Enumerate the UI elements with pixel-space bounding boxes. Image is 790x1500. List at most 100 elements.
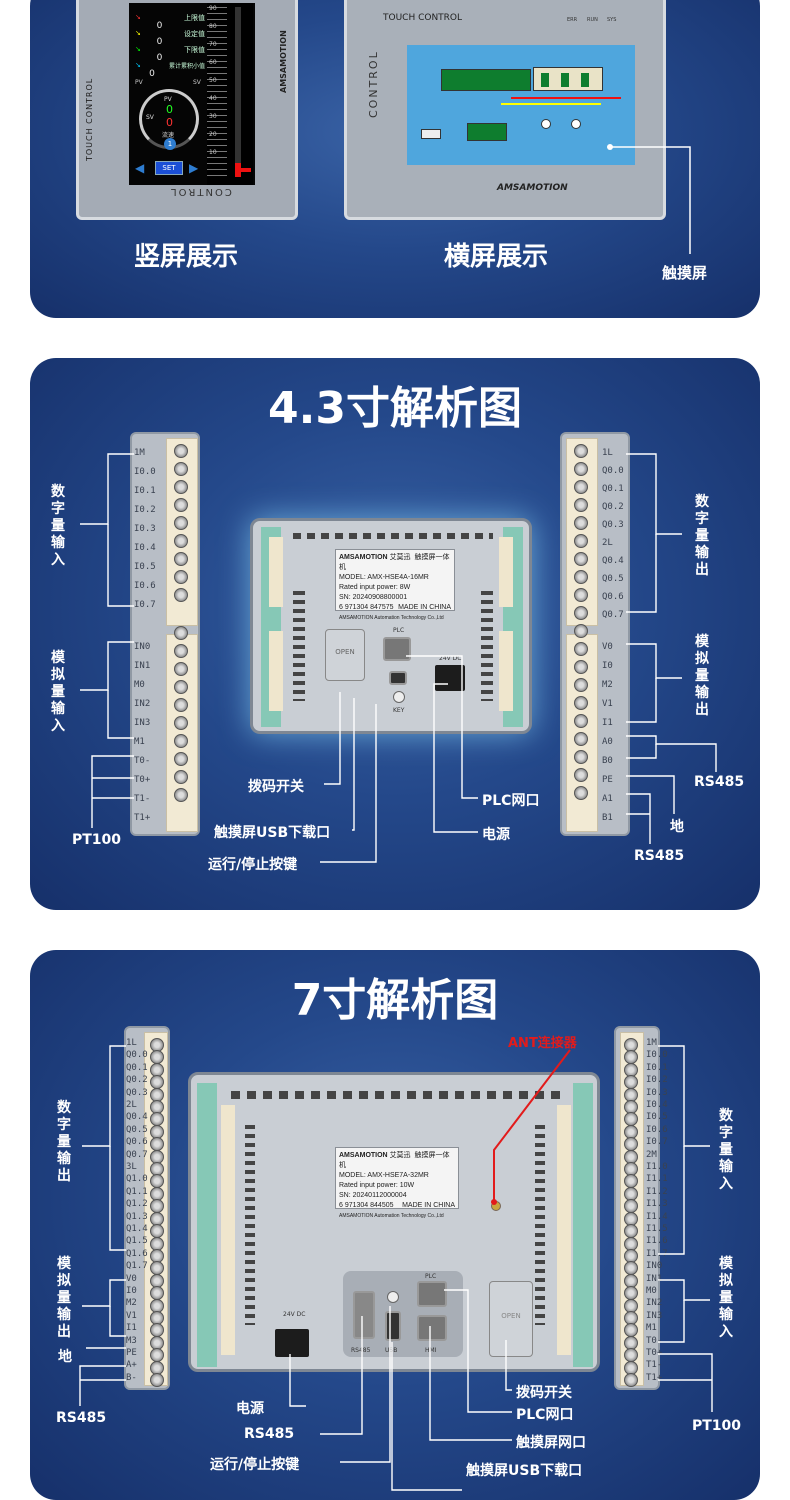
usb-port[interactable] [389,671,407,685]
p2-power-label: 电源 [482,827,510,843]
terminal-screw [574,660,588,674]
terminal-pin-label: I0.2 [134,505,156,515]
terminal-pin-label: 3L [126,1162,137,1172]
terminal-pin-label: Q0.7 [602,610,624,620]
terminal-screw [174,644,188,658]
terminal-pin-label: I0.4 [646,1100,668,1110]
p3-left-digital-output-label: 数字量输出 [57,1100,71,1184]
p3-usb-port[interactable] [385,1311,401,1341]
panel2-title: 4.3寸解析图 [268,383,522,434]
scale-tick-label: 70 [209,41,217,48]
terminal-pin-label: Q1.3 [126,1211,148,1222]
device-back-4-3: AMSAMOTION 艾莫迅 触摸屏一体机 MODEL: AMX-HSE4A-1… [250,518,532,734]
scale-tick-label: 30 [209,113,217,120]
scale-tick-label: 40 [209,95,217,102]
terminal-pin-label: B1 [602,813,613,823]
p3-plc-net-label: PLC网口 [516,1407,574,1423]
horizontal-brand: AMSAMOTION [497,183,568,193]
terminal-pin-label: 2L [126,1100,137,1110]
terminal-pin-label: B- [126,1372,137,1383]
terminal-pin-label: I0.3 [134,524,156,534]
p3-power-terminal[interactable] [275,1329,309,1357]
terminal-pin-label: V0 [126,1273,137,1284]
terminal-pin-label: M3 [126,1335,137,1346]
level-bar-fill [235,163,241,177]
terminal-pin-label: T1+ [646,1372,663,1383]
p3-right-analog-input-label: 模拟量输入 [719,1256,733,1340]
terminal-screw [574,444,588,458]
terminal-pin-label: Q0.4 [126,1112,148,1123]
terminal-pin-label: T0- [646,1335,663,1346]
terminal-pin-label: Q0.2 [126,1075,148,1086]
terminal-screw [574,570,588,584]
p2-rs485-a-label: RS485 [694,774,745,790]
terminal-pin-label: Q0.3 [126,1087,148,1098]
terminal-pin-label: I0.0 [134,467,156,477]
vertical-screen-readouts: ↘上限值 0 ↘设定值 0 ↘下限值 0 ↘累计累积小值 0 PV 0 SV 0… [131,3,205,185]
terminal-pin-label: M1 [646,1323,657,1334]
terminal-screw [624,1372,638,1387]
dip-switch-cover[interactable]: OPEN [325,629,365,681]
terminal-pin-label: I1.2 [646,1186,668,1197]
touch-screen-label: 触摸屏 [662,264,708,282]
horizontal-device: TOUCH CONTROL ERR RUN SYS CONTROL TOUCH [344,0,666,220]
terminal-screw [574,606,588,620]
vscreen-row-4: ↘累计累积小值 0 [135,61,205,79]
terminal-screw [574,534,588,548]
vertical-device: TOUCH CONTROL ↘上限值 0 ↘设定值 0 ↘下限值 0 ↘累计累积… [76,0,298,220]
terminal-screw [150,1372,164,1387]
terminal-pin-label: I1.7 [646,1248,668,1259]
terminal-pin-label: I0.3 [646,1087,668,1098]
terminal-pin-label: M2 [602,680,613,690]
terminal-pin-label: IN0 [134,642,151,652]
terminal-screw [174,516,188,530]
terminal-pin-label: Q0.6 [602,592,624,602]
terminal-pin-label: T1- [134,794,151,804]
next-arrow-icon[interactable]: ▶ [189,161,199,175]
terminal-pin-label: T1+ [134,813,151,823]
terminal-screw [174,626,188,640]
touch-ethernet-port[interactable] [417,1315,447,1341]
process-diagram [421,59,621,149]
terminal-screw [174,698,188,712]
terminal-pin-label: I1.4 [646,1211,668,1222]
rs485-db9-port[interactable] [353,1291,375,1339]
horizontal-screen[interactable] [407,45,635,165]
terminal-pin-label: V1 [126,1310,137,1321]
terminal-pin-label: M0 [134,680,145,690]
plc-ethernet-port[interactable] [383,637,411,661]
p2-dip-label: 拨码开关 [248,779,304,795]
terminal-pin-label: IN1 [646,1273,663,1284]
terminal-screw [574,768,588,782]
p3-left-analog-output-label: 模拟量输出 [57,1256,71,1340]
pv-gauge: PV 0 SV 0 流速 1 [139,89,199,150]
p3-rs485-left-label: RS485 [56,1410,107,1426]
terminal-pin-label: T0- [134,756,151,766]
p3-dip-switch-cover[interactable]: OPEN [489,1281,533,1357]
terminal-pin-label: IN1 [134,661,151,671]
p3-run-stop-key[interactable] [387,1291,399,1303]
set-button[interactable]: SET [155,161,183,175]
run-stop-key[interactable] [393,691,405,703]
power-terminal[interactable] [435,665,465,691]
terminal-pin-label: A0 [602,737,613,747]
terminal-screw [174,498,188,512]
vscreen-row-1: ↘上限值 0 [135,13,205,31]
scale-tick-label: 20 [209,131,217,138]
p2-left-digital-input-label: 数字量输入 [51,484,65,568]
terminal-pin-label: IN3 [134,718,151,728]
flow-badge: 1 [164,138,176,150]
terminal-pin-label: I1.6 [646,1236,668,1247]
scale-tick-label: 90 [209,5,217,12]
terminal-pin-label: Q0.1 [126,1062,148,1073]
terminal-pin-label: Q0.5 [602,574,624,584]
prev-arrow-icon[interactable]: ◀ [135,161,145,175]
device-nameplate: AMSAMOTION 艾莫迅 触摸屏一体机 MODEL: AMX-HSE4A-1… [335,549,455,621]
terminal-pin-label: 1M [646,1038,657,1048]
p3-plc-ethernet-port[interactable] [417,1281,447,1307]
terminal-screw [574,588,588,602]
